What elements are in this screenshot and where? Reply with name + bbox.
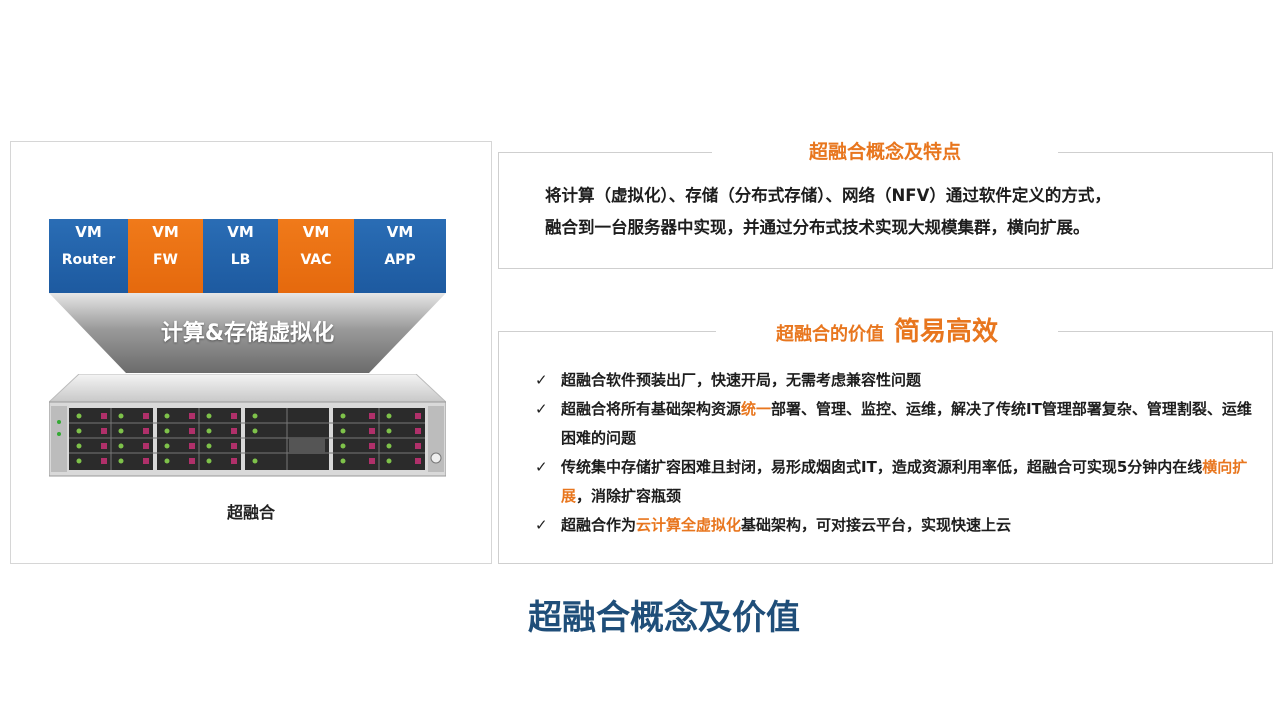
vm-label: VM [152,223,179,241]
check-icon: ✓ [535,516,548,534]
check-icon: ✓ [535,400,548,418]
bullet-text: 超融合作为 [561,516,637,534]
bullet-highlight: 横向扩展 [561,458,1248,505]
vm-role: APP [384,252,416,268]
vm-role: VAC [300,252,332,268]
vm-router: VM Router [49,219,128,293]
check-icon: ✓ [535,458,548,476]
concept-text: 将计算（虚拟化）、存储（分布式存储）、网络（NFV）通过软件定义的方式， 融合到… [545,180,1245,244]
bullet-text: 基础架构，可对接云平台，实现快速上云 [741,516,1012,534]
vm-label: VM [386,223,414,241]
vm-label: VM [227,223,254,241]
vm-row: VM Router VM FW VM LB VM VAC VM APP [49,219,446,293]
bullet-text: 超融合软件预装出厂，快速开局，无需考虑兼容性问题 [561,371,922,389]
concept-title: 超融合概念及特点 [712,138,1058,166]
value-title-small: 超融合的价值 [775,324,884,345]
vm-role: Router [61,252,116,268]
vm-vac: VM VAC [278,219,354,293]
bullet-text: 传统集中存储扩容困难且封闭，易形成烟囱式IT，造成资源利用率低，超融合可实现5分… [561,458,1203,476]
bullet-item: ✓ 超融合作为云计算全虚拟化基础架构，可对接云平台，实现快速上云 [533,511,1253,540]
server-label: 超融合 [226,503,275,522]
vm-app: VM APP [354,219,446,293]
vm-lb: VM LB [203,219,278,293]
virtualization-label: 计算&存储虚拟化 [160,321,335,346]
concept-line-2: 融合到一台服务器中实现，并通过分布式技术实现大规模集群，横向扩展。 [545,218,1090,237]
vm-role: FW [152,252,178,268]
vm-label: VM [75,223,102,241]
bullet-highlight: 统一 [741,400,772,418]
bullet-item: ✓ 超融合软件预装出厂，快速开局，无需考虑兼容性问题 [533,366,1253,395]
bullet-highlight: 云计算全虚拟化 [636,516,742,534]
value-title: 超融合的价值简易高效 [716,312,1058,352]
bullet-text: 超融合将所有基础架构资源 [561,400,742,418]
vm-role: LB [230,252,251,268]
bullet-item: ✓ 超融合将所有基础架构资源统一部署、管理、监控、运维，解决了传统IT管理部署复… [533,395,1253,453]
server-chassis-image [49,374,446,477]
value-box [498,331,1273,564]
concept-line-1: 将计算（虚拟化）、存储（分布式存储）、网络（NFV）通过软件定义的方式， [545,186,1111,205]
bullet-text: ，消除扩容瓶颈 [576,487,682,505]
bullet-text: 部署、管理、监控、运维，解决了传统IT管理部署复杂、管理割裂、运维困难的问题 [561,400,1252,447]
value-title-big: 简易高效 [893,317,998,347]
concept-box [498,152,1273,269]
vm-fw: VM FW [128,219,203,293]
hci-diagram-panel: VM Router VM FW VM LB VM VAC VM APP [10,141,492,564]
value-bullets: ✓ 超融合软件预装出厂，快速开局，无需考虑兼容性问题 ✓ 超融合将所有基础架构资… [533,366,1253,540]
bullet-item: ✓ 传统集中存储扩容困难且封闭，易形成烟囱式IT，造成资源利用率低，超融合可实现… [533,453,1253,511]
virtualization-funnel [49,293,446,373]
vm-label: VM [302,223,330,241]
page-title: 超融合概念及价值 [528,598,800,638]
check-icon: ✓ [535,371,548,389]
